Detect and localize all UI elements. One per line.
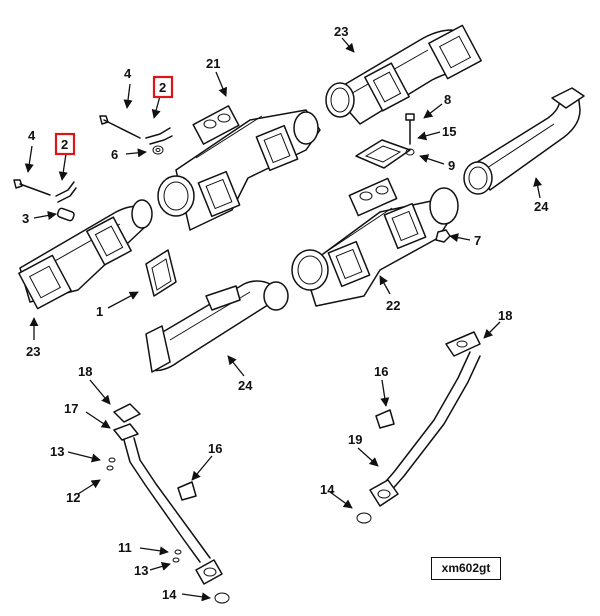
bolt-assembly-upper bbox=[99, 115, 173, 155]
callout-4-left: 4 bbox=[28, 128, 36, 143]
callout-16-left: 16 bbox=[208, 441, 222, 456]
crossover-tube-lower bbox=[145, 280, 289, 373]
leader-lines bbox=[24, 37, 543, 602]
bolt-part-8 bbox=[405, 113, 415, 156]
diagram-code-label: xm602gt bbox=[431, 557, 501, 580]
callout-2-upper: 2 bbox=[159, 80, 166, 95]
callout-15: 15 bbox=[442, 124, 456, 139]
callout-11: 11 bbox=[118, 540, 132, 555]
nut-part-7 bbox=[435, 229, 451, 243]
callout-16-right: 16 bbox=[374, 364, 388, 379]
callout-9: 9 bbox=[448, 158, 455, 173]
callout-3: 3 bbox=[22, 211, 29, 226]
callout-labels: 23 21 4 2 6 8 15 9 4 2 3 24 7 1 22 23 24… bbox=[22, 24, 549, 602]
callout-22: 22 bbox=[386, 298, 400, 313]
callout-18-right: 18 bbox=[498, 308, 512, 323]
highlight-box-2-upper bbox=[152, 75, 174, 99]
manifold-end-section-upper bbox=[325, 24, 482, 125]
callout-13-upper: 13 bbox=[50, 444, 64, 459]
callout-19: 19 bbox=[348, 432, 362, 447]
callout-14-right: 14 bbox=[320, 482, 335, 497]
callout-8: 8 bbox=[444, 92, 451, 107]
crossover-tube-upper bbox=[463, 87, 585, 195]
clamp-part-16-right bbox=[375, 409, 395, 429]
gasket-part-1 bbox=[145, 249, 177, 297]
exhaust-pipe-left bbox=[106, 403, 230, 604]
bolt-assembly-left bbox=[13, 179, 77, 222]
callout-2-left: 2 bbox=[61, 137, 68, 152]
manifold-end-section-lower bbox=[18, 199, 153, 310]
gasket-part-9 bbox=[355, 139, 411, 169]
callout-17: 17 bbox=[64, 401, 78, 416]
callout-4-upper: 4 bbox=[124, 66, 132, 81]
callout-12: 12 bbox=[66, 490, 80, 505]
callout-24-right: 24 bbox=[534, 199, 549, 214]
clamp-part-16-left bbox=[177, 481, 197, 501]
callout-6: 6 bbox=[111, 147, 118, 162]
callout-14-lower: 14 bbox=[162, 587, 177, 602]
callout-23-upper: 23 bbox=[334, 24, 348, 39]
callout-24-lower: 24 bbox=[238, 378, 253, 393]
callout-18-left: 18 bbox=[78, 364, 92, 379]
manifold-center-section-upper bbox=[157, 105, 321, 231]
highlight-box-2-left bbox=[54, 132, 76, 156]
exhaust-pipe-right bbox=[356, 331, 481, 524]
callout-23-lower: 23 bbox=[26, 344, 40, 359]
callout-13-lower: 13 bbox=[134, 563, 148, 578]
callout-7: 7 bbox=[474, 233, 481, 248]
callout-21: 21 bbox=[206, 56, 220, 71]
callout-1: 1 bbox=[96, 304, 103, 319]
manifold-center-section-lower bbox=[291, 177, 459, 307]
